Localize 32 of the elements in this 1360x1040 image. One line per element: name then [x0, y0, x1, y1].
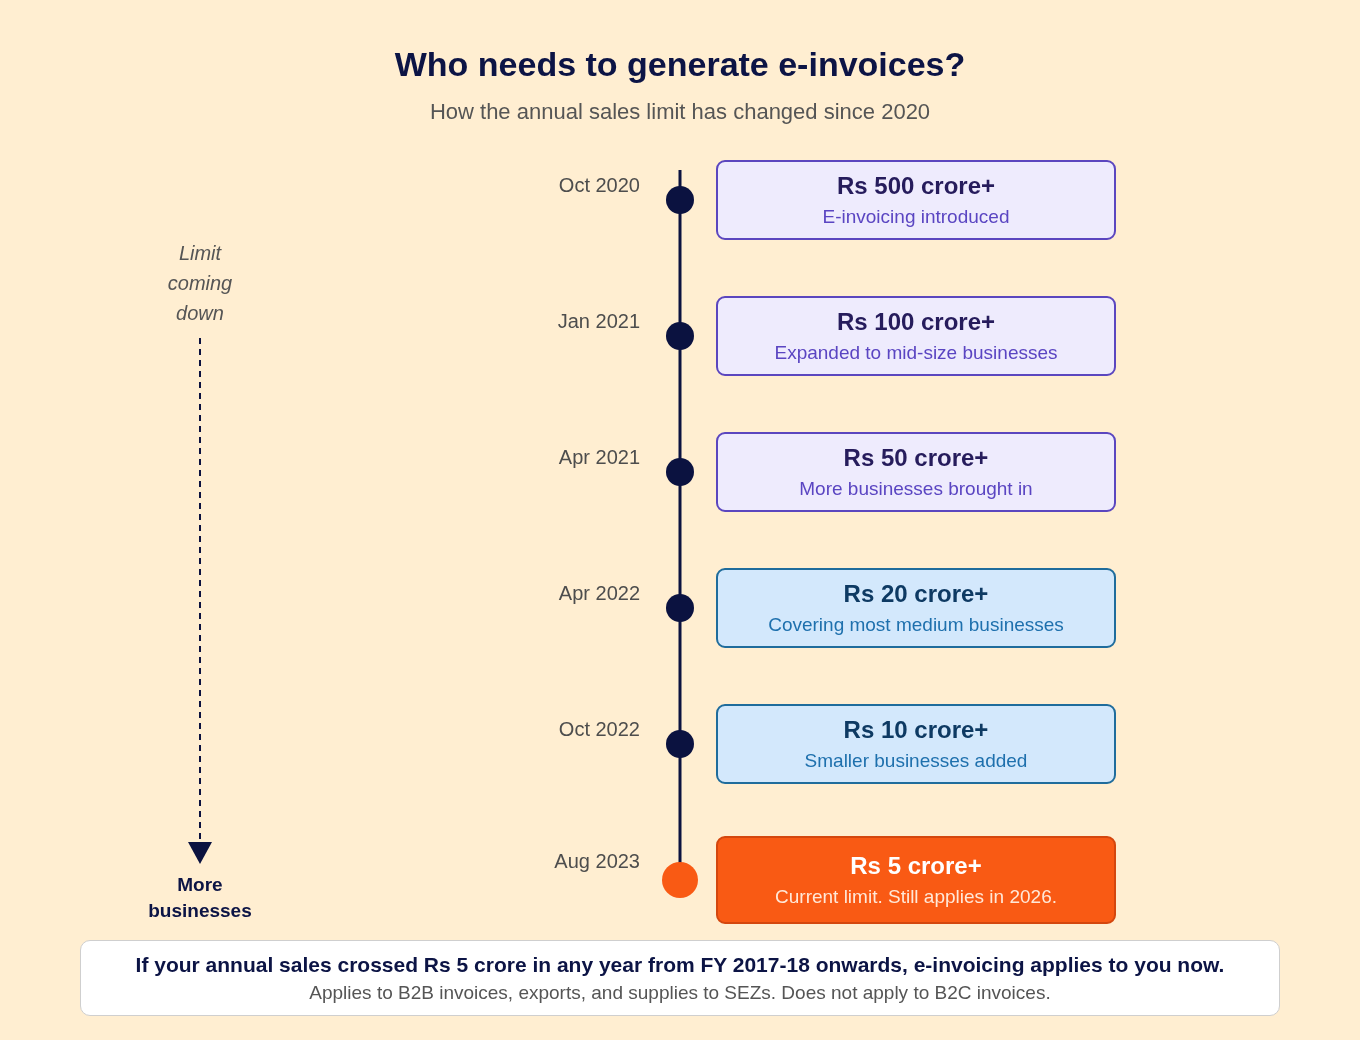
milestone-card	[716, 432, 1116, 512]
dashed-arrow	[188, 337, 212, 865]
milestone-note: Smaller businesses added	[804, 750, 1028, 772]
diagram-title: Who needs to generate e-invoices?	[394, 44, 966, 84]
limit-heading: Rs 500 crore+	[836, 172, 996, 200]
milestone-note: Current limit. Still applies in 2026.	[775, 886, 1057, 908]
limit-heading: Rs 50 crore+	[843, 444, 989, 472]
date-label: Oct 2020	[558, 173, 640, 197]
date-label: Jan 2021	[557, 309, 640, 333]
limit-heading: Rs 5 crore+	[850, 852, 982, 880]
milestone-card	[716, 836, 1116, 924]
milestone-note: Covering most medium businesses	[768, 614, 1064, 636]
subtitle: How the annual sales limit has changed since 2020	[429, 99, 931, 125]
milestone-note: More businesses brought in	[799, 478, 1033, 500]
date-label: Apr 2022	[558, 581, 640, 605]
eligibility-rule: If your annual sales crossed Rs 5 crore in any year from FY 2017-18 onwards, e-invoicing applies to you now.	[135, 952, 1225, 977]
limit-heading: Rs 10 crore+	[843, 716, 989, 744]
note-panel	[80, 940, 1280, 1016]
trend-note: Limit coming down	[167, 238, 233, 328]
scope-note: Applies to B2B invoices, exports, and supplies to SEZs. Does not apply to B2C invoices.	[309, 982, 1051, 1004]
milestone-card	[716, 296, 1116, 376]
date-label: Aug 2023	[554, 849, 640, 873]
date-label: Apr 2021	[558, 445, 640, 469]
milestone-note: E-invoicing introduced	[822, 206, 1010, 228]
milestone-card	[716, 160, 1116, 240]
limit-heading: Rs 20 crore+	[843, 580, 989, 608]
limit-heading: Rs 100 crore+	[836, 308, 996, 336]
milestone-card	[716, 568, 1116, 648]
milestone-note: Expanded to mid-size businesses	[774, 342, 1058, 364]
milestone-card	[716, 704, 1116, 784]
date-label: Oct 2022	[558, 717, 640, 741]
trend-note: More businesses	[148, 872, 252, 924]
